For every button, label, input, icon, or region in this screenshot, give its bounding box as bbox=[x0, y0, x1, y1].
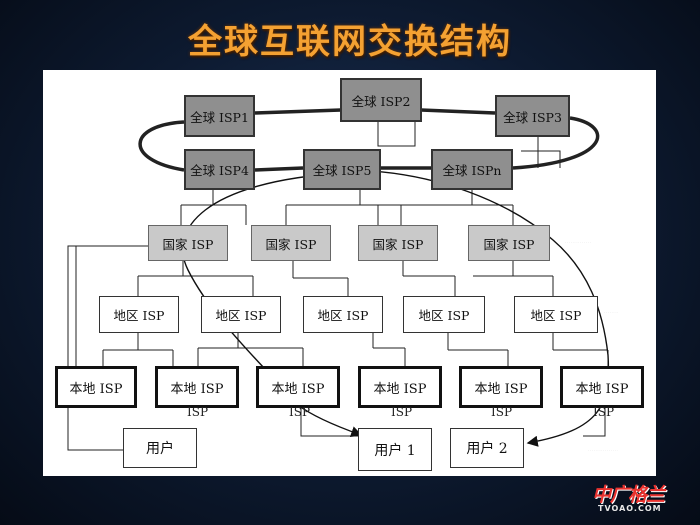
global-isp-4: 全球 ISP4 bbox=[184, 149, 255, 190]
logo-main: 中广格兰 bbox=[592, 484, 665, 506]
global-isp-5: 全球 ISP5 bbox=[303, 149, 381, 190]
global-isp-n: 全球 ISPn bbox=[431, 149, 513, 190]
regional-isp-5: 地区 ISP bbox=[514, 296, 598, 333]
diagram-panel: 全球 ISP1 全球 ISP2 全球 ISP3 全球 ISP4 全球 ISP5 … bbox=[43, 70, 656, 476]
faint-mark: · · · · · · · · bbox=[604, 310, 619, 314]
global-isp-1: 全球 ISP1 bbox=[184, 95, 255, 137]
backbone-loop bbox=[138, 120, 185, 172]
local-isp-overflow-label: ISP bbox=[491, 405, 513, 419]
faint-mark: · · · · · · · · · · · · · · bbox=[565, 240, 591, 244]
local-isp-2: 本地 ISP bbox=[155, 366, 239, 408]
local-isp-5: 本地 ISP bbox=[459, 366, 543, 408]
user-2: 用户 2 bbox=[450, 428, 524, 468]
slide-title: 全球互联网交换结构 bbox=[188, 22, 512, 62]
regional-isp-1: 地区 ISP bbox=[99, 296, 179, 333]
national-isp-3: 国家 ISP bbox=[358, 225, 438, 261]
global-isp-3: 全球 ISP3 bbox=[495, 95, 570, 137]
regional-isp-2: 地区 ISP bbox=[201, 296, 281, 333]
national-isp-1: 国家 ISP bbox=[148, 225, 228, 261]
local-isp-overflow-label: ISP bbox=[289, 405, 311, 419]
national-isp-4: 国家 ISP bbox=[468, 225, 550, 261]
logo-sub: TVOAO.COM bbox=[598, 504, 662, 513]
logo: 中广格兰 TVOAO.COM bbox=[592, 480, 674, 516]
global-isp-2: 全球 ISP2 bbox=[340, 78, 422, 122]
local-isp-overflow-label: ISP bbox=[391, 405, 413, 419]
faint-mark: · · · · · · · · · · · · · · · · bbox=[588, 448, 618, 452]
local-isp-overflow-label: ISP bbox=[593, 405, 615, 419]
regional-isp-3: 地区 ISP bbox=[303, 296, 383, 333]
local-isp-6: 本地 ISP bbox=[560, 366, 644, 408]
local-isp-3: 本地 ISP bbox=[256, 366, 340, 408]
user-1: 用户 1 bbox=[358, 428, 432, 471]
local-isp-1: 本地 ISP bbox=[55, 366, 137, 408]
national-isp-2: 国家 ISP bbox=[251, 225, 331, 261]
user-generic: 用户 bbox=[123, 428, 197, 468]
local-isp-4: 本地 ISP bbox=[358, 366, 442, 408]
local-isp-overflow-label: ISP bbox=[187, 405, 209, 419]
regional-isp-4: 地区 ISP bbox=[403, 296, 485, 333]
